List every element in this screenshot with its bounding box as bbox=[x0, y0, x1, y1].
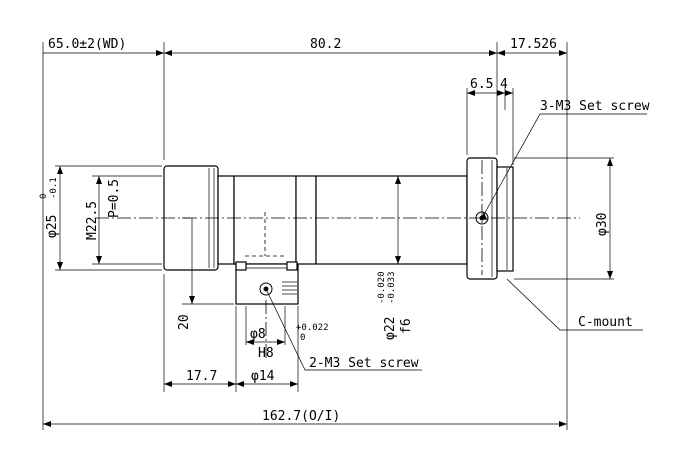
callout-set-screw-2: 2-M3 Set screw bbox=[309, 356, 419, 371]
dim-wd: 65.0±2(WD) bbox=[48, 37, 126, 52]
dim-mount-dia: φ30 bbox=[595, 213, 610, 236]
dim-length: 80.2 bbox=[310, 37, 341, 52]
dim-barrel-fit: f6 bbox=[399, 318, 414, 334]
dim-pin-tol-lower: 0 bbox=[300, 333, 305, 343]
dim-front-tol-lower: -0.1 bbox=[49, 177, 59, 199]
dim-4: 4 bbox=[500, 77, 508, 92]
dim-pin-tol-upper: +0.022 bbox=[296, 323, 329, 333]
callout-c-mount: C-mount bbox=[578, 315, 633, 330]
dim-block-dia: φ14 bbox=[251, 369, 275, 384]
extension-lines bbox=[42, 42, 614, 430]
dim-overall: 162.7(O/I) bbox=[262, 409, 340, 424]
dim-front-dia: φ25 bbox=[45, 215, 60, 238]
dim-barrel-tol-lower: -0.033 bbox=[387, 271, 397, 304]
dim-height-20: 20 bbox=[177, 314, 192, 330]
dim-6-5: 6.5 bbox=[470, 77, 493, 92]
dim-pin-dia: φ8 bbox=[250, 327, 266, 342]
dim-barrel-tol-upper: -0.020 bbox=[377, 271, 387, 304]
dim-mount-length: 17.526 bbox=[510, 37, 557, 52]
dim-front-tol-upper: 0 bbox=[39, 194, 49, 199]
dim-thread-pitch: P=0.5 bbox=[107, 179, 122, 218]
dim-17-7: 17.7 bbox=[186, 369, 217, 384]
dim-barrel-dia: φ22 bbox=[383, 317, 398, 340]
dim-thread: M22.5 bbox=[85, 201, 100, 240]
dimension-lines bbox=[43, 50, 613, 427]
lens-body bbox=[163, 157, 514, 305]
callout-set-screw-3: 3-M3 Set screw bbox=[540, 99, 650, 114]
dimension-labels: 65.0±2(WD) 80.2 17.526 6.5 4 3-M3 Set sc… bbox=[39, 37, 650, 424]
dim-pin-fit: H8 bbox=[258, 346, 274, 361]
leader-lines bbox=[265, 113, 647, 371]
